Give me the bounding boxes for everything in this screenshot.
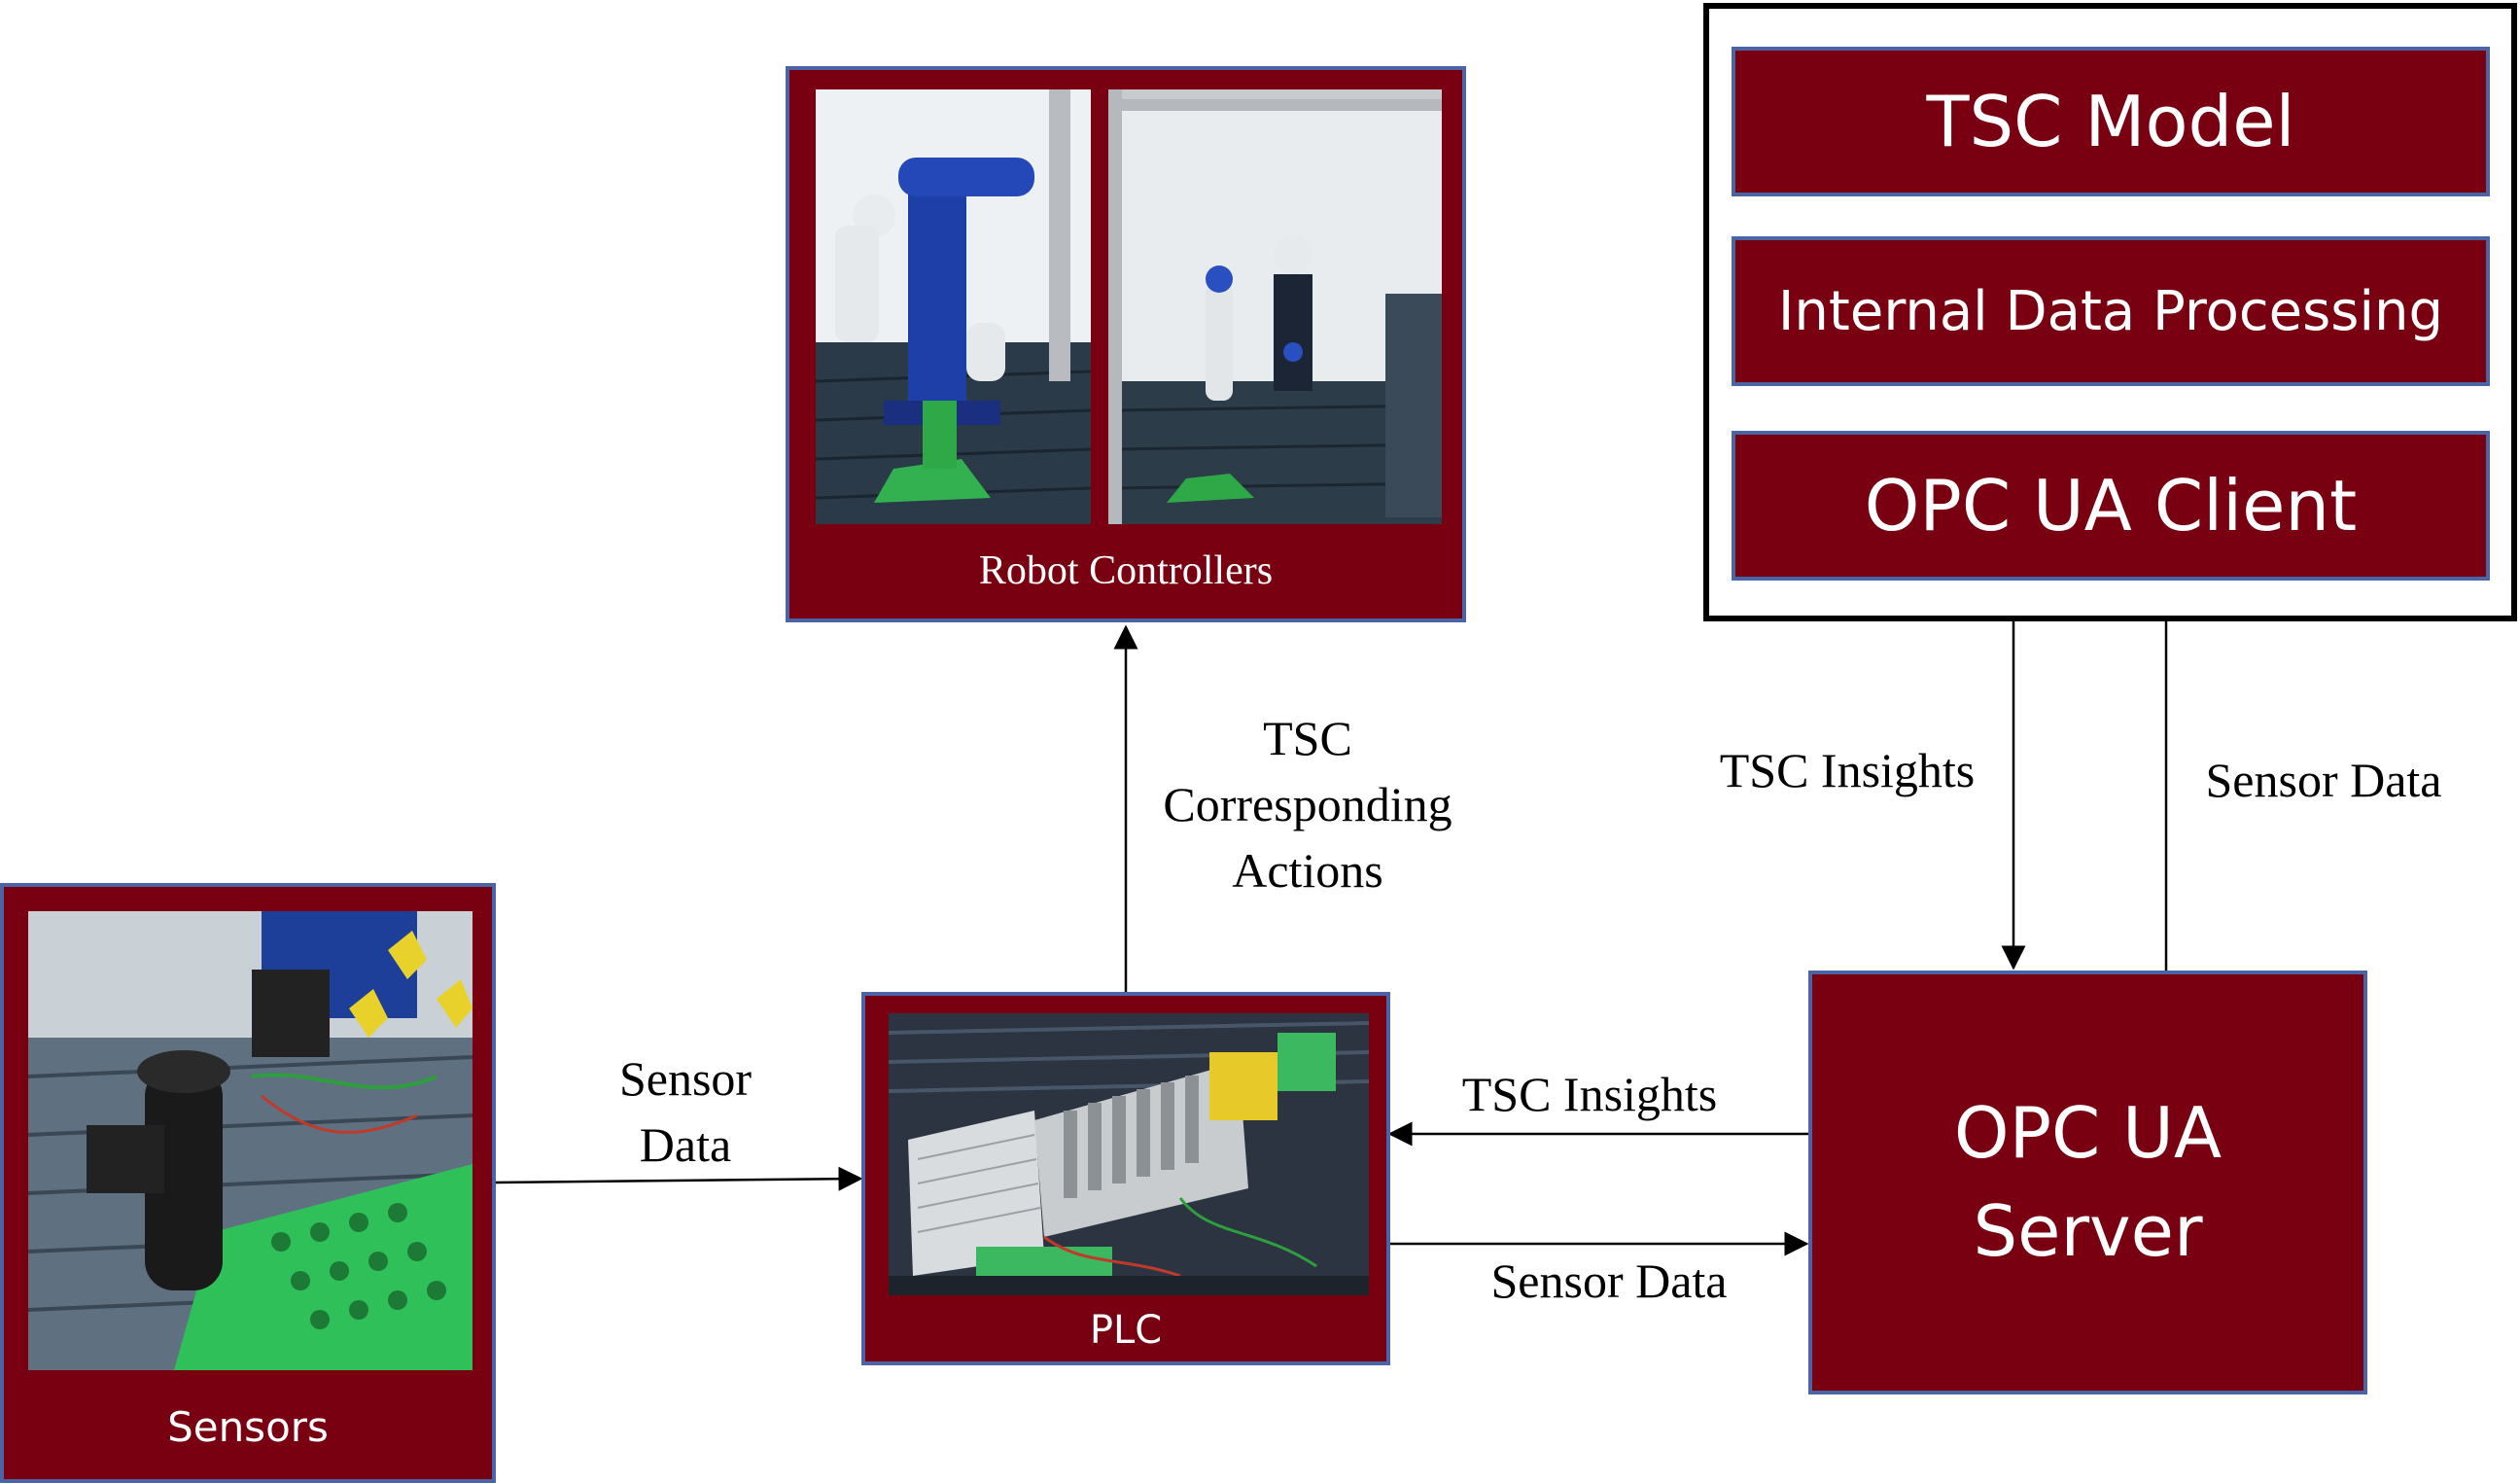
robot-controllers-box: Robot Controllers [786, 66, 1466, 622]
edge-label-server-to-client: Sensor Data [2205, 753, 2442, 807]
opc-ua-client-box: OPC UA Client [1732, 431, 2490, 581]
plc-photo [889, 1013, 1369, 1295]
sensors-box: Sensors [0, 883, 496, 1483]
internal-data-processing-label: Internal Data Processing [1777, 279, 2444, 343]
edge-label-plc-to-robots: TSC Corresponding Actions [1163, 711, 1452, 898]
internal-data-processing-box: Internal Data Processing [1732, 236, 2490, 386]
edge-label-plc-to-server: Sensor Data [1490, 1253, 1728, 1308]
tsc-model-label: TSC Model [1926, 81, 2295, 162]
plc-box: PLC [861, 992, 1390, 1365]
robot-photo-right [1108, 89, 1442, 524]
robot-controllers-label: Robot Controllers [978, 548, 1274, 593]
plc-label: PLC [1089, 1308, 1163, 1353]
opc-ua-server-line2: Server [1973, 1190, 2203, 1272]
opc-ua-server-box: OPC UA Server [1808, 971, 2367, 1395]
edge-label-sensors-to-plc: Sensor Data [618, 1051, 752, 1172]
edge-label-server-to-plc: TSC Insights [1461, 1067, 1718, 1121]
opc-ua-client-label: OPC UA Client [1864, 465, 2358, 547]
sensors-photo [28, 911, 472, 1370]
opc-ua-server-line1: OPC UA [1953, 1092, 2222, 1175]
edge-label-client-to-server: TSC Insights [1719, 743, 1976, 797]
robot-photo-left [816, 89, 1091, 524]
sensors-label: Sensors [167, 1402, 329, 1451]
arrow-sensors-to-plc [495, 1166, 863, 1191]
tsc-model-box: TSC Model [1732, 47, 2490, 196]
